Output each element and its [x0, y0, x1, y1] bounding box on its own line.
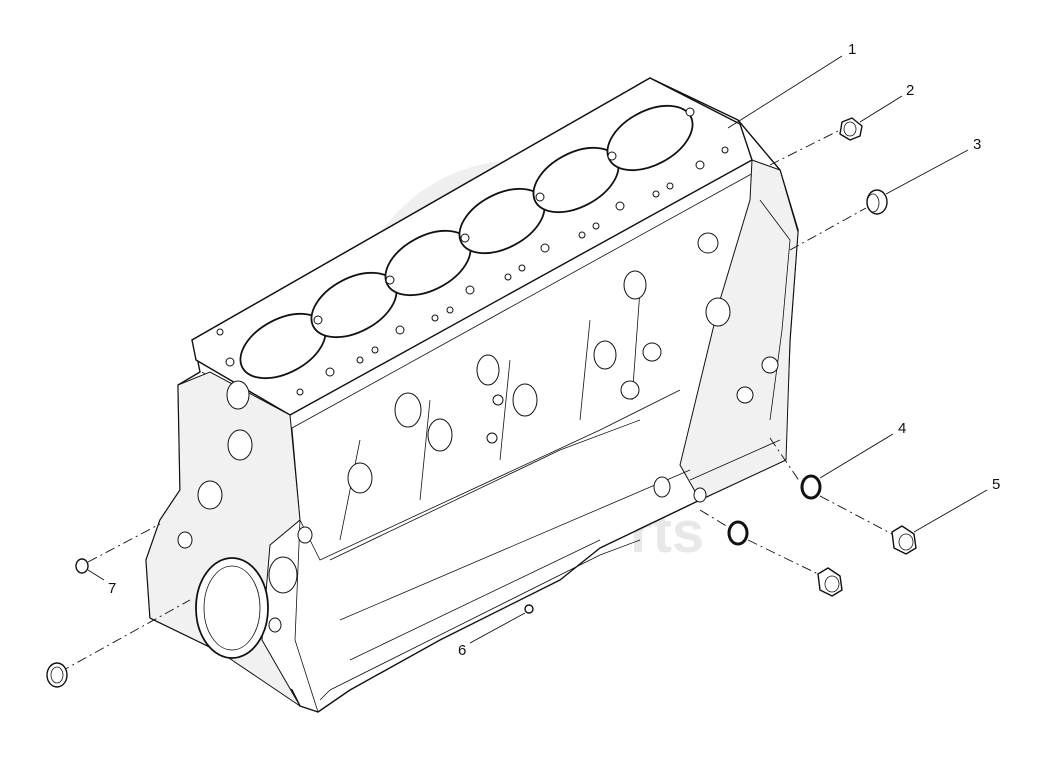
callout-3: 3	[973, 136, 981, 153]
callout-1: 1	[848, 41, 856, 58]
part-3-plug	[789, 149, 969, 251]
side-bosses	[347, 232, 779, 503]
deck-holes	[216, 107, 729, 396]
callout-5: 5	[992, 476, 1000, 493]
callout-2: 2	[906, 82, 914, 99]
callout-4: 4	[898, 420, 906, 437]
part-4-o-ring	[699, 433, 894, 546]
callout-6: 6	[458, 642, 466, 659]
part-7-plug	[46, 523, 191, 688]
part-5-plug	[747, 489, 988, 597]
part-6-plug	[469, 604, 534, 644]
cylinder-block	[145, 77, 799, 713]
callout-7: 7	[108, 580, 116, 597]
crank-bore	[195, 557, 269, 659]
part-2-plug	[769, 95, 903, 166]
cylinder-bores	[239, 104, 694, 380]
leader-1	[727, 55, 843, 129]
front-end-face	[679, 159, 799, 501]
